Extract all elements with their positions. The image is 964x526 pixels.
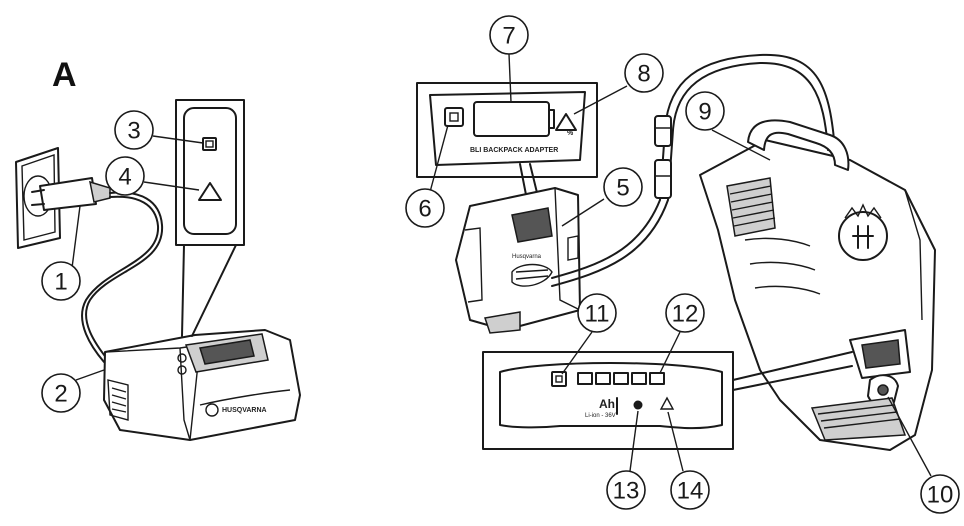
svg-text:5: 5 (616, 175, 629, 202)
backpack-battery (699, 119, 936, 451)
svg-text:6: 6 (418, 196, 431, 223)
charger-logo: HUSQVARNA (205, 403, 267, 417)
power-button-icon (444, 107, 464, 127)
callout-3: 3 (114, 110, 204, 150)
power-plug (31, 177, 111, 211)
figure-letter: A (52, 56, 77, 94)
backpack-control-panel: Ah Li-ion - 36V (482, 351, 853, 450)
backpack-power-button (551, 371, 567, 387)
svg-text:10: 10 (927, 482, 954, 509)
charge-level-display (473, 101, 550, 137)
callout-2: 2 (41, 369, 105, 413)
husqvarna-crown-logo (838, 203, 888, 261)
callout-5: 5 (561, 167, 643, 227)
callout-11: 11 (561, 293, 617, 375)
adapter-label: BLI BACKPACK ADAPTER (470, 147, 558, 154)
warning-triangle-icon (198, 182, 222, 201)
callout-9: 9 (685, 91, 771, 161)
cable-connector-upper (654, 115, 672, 147)
callout-8: 8 (573, 53, 664, 115)
battery-spec-label: Li-ion - 36V (585, 413, 616, 419)
charge-level-leds (577, 372, 665, 385)
svg-text:%: % (567, 130, 574, 137)
ah-label: Ah (599, 397, 615, 411)
charge-indicator-icon (202, 137, 217, 151)
adapter-brand-label: Husqvarna (512, 254, 542, 260)
callout-4: 4 (105, 156, 200, 196)
adapter-display-panel: % BLI BACKPACK ADAPTER (416, 82, 598, 206)
callout-13: 13 (606, 410, 646, 510)
svg-text:8: 8 (637, 61, 650, 88)
status-led (633, 400, 643, 410)
svg-text:12: 12 (672, 301, 699, 328)
svg-text:14: 14 (677, 478, 704, 505)
svg-text:13: 13 (613, 478, 640, 505)
wall-socket (15, 147, 61, 249)
backpack-handle (747, 119, 850, 171)
svg-text:7: 7 (502, 23, 515, 50)
callout-10: 10 (887, 396, 960, 514)
backpack-warning-icon (659, 396, 675, 410)
backpack-adapter: Husqvarna (455, 187, 581, 334)
svg-text:3: 3 (127, 118, 140, 145)
battery-charger: HUSQVARNA (103, 329, 301, 441)
connecting-cable (551, 53, 836, 279)
cable-connector-lower (654, 159, 672, 199)
svg-text:9: 9 (698, 99, 711, 126)
adapter-warning-icon (555, 113, 577, 131)
power-cable (85, 191, 164, 361)
charger-indicator-panel (175, 99, 245, 337)
battery-base-vent (810, 397, 907, 441)
callout-6: 6 (405, 124, 449, 228)
callout-1: 1 (41, 205, 81, 301)
svg-text:1: 1 (54, 269, 67, 296)
callout-7: 7 (489, 15, 529, 103)
callout-12: 12 (659, 293, 705, 374)
svg-text:4: 4 (118, 164, 131, 191)
charger-brand-label: HUSQVARNA (222, 407, 267, 414)
callout-14: 14 (667, 411, 710, 510)
svg-text:11: 11 (585, 301, 610, 328)
svg-text:2: 2 (54, 381, 67, 408)
